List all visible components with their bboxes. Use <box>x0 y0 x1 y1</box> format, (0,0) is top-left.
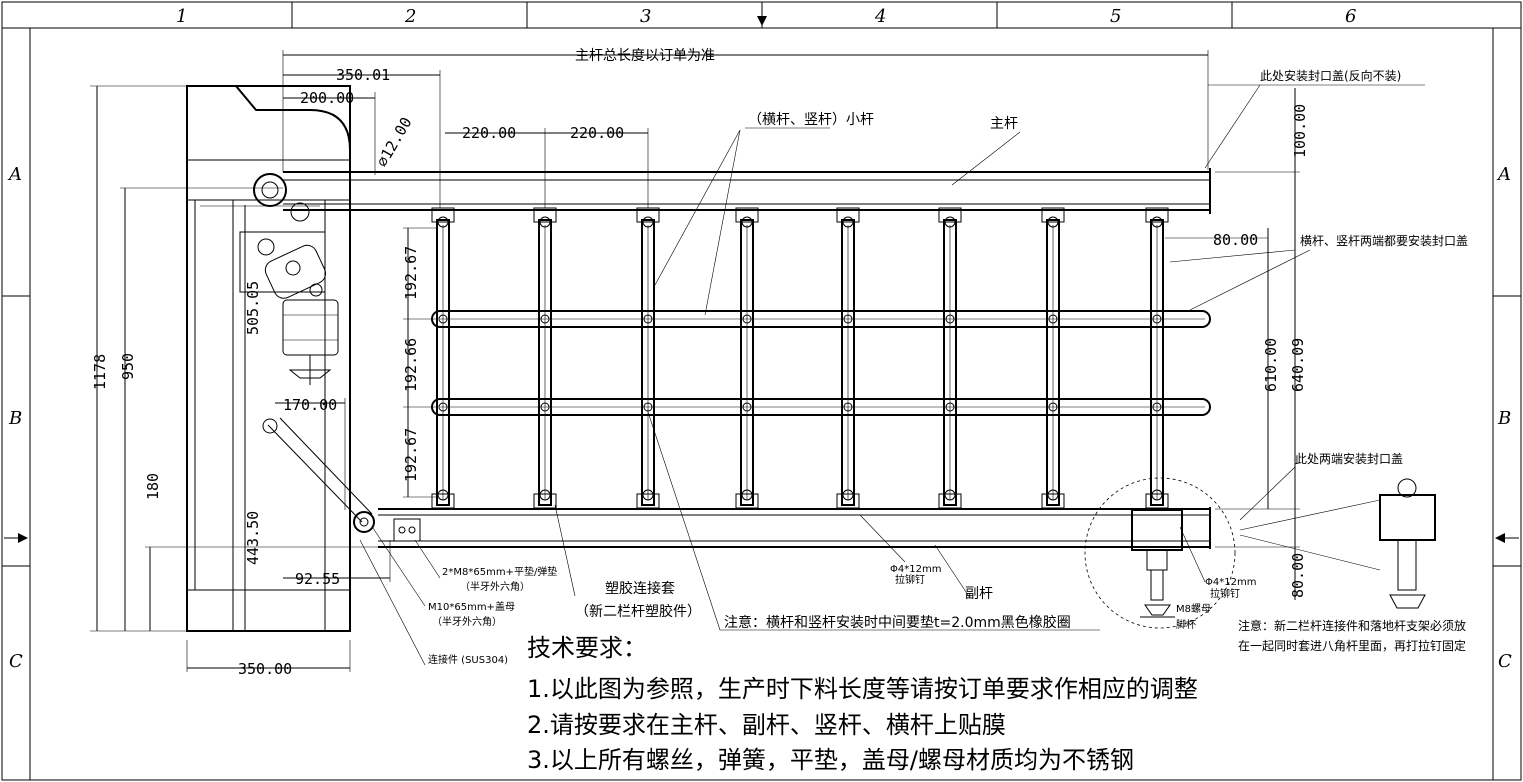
dim-640: 640.09 <box>1289 338 1307 392</box>
label-bolt-2b: （半牙外六角） <box>432 615 502 628</box>
label-both-ends-cap: 横杆、竖杆两端都要安装封口盖 <box>1300 233 1468 248</box>
vertical-bars <box>431 207 1169 509</box>
dim-192-66: 192.66 <box>402 338 420 392</box>
row-label-a-right: A <box>1496 164 1511 185</box>
col-label-5: 5 <box>1110 6 1121 27</box>
dim-350-bottom: 350.00 <box>238 660 292 678</box>
label-bolt-2: M10*65mm+盖母 <box>428 600 515 613</box>
dimension-lines <box>90 50 1425 672</box>
dim-350-01: 350.01 <box>336 66 390 84</box>
label-rivet-1: Φ4*12mm <box>890 564 941 575</box>
main-pulley-icon <box>253 173 287 207</box>
row-label-b-right: B <box>1497 408 1511 429</box>
motor-icon <box>282 299 339 356</box>
label-small-bar: （横杆、竖杆）小杆 <box>748 112 874 128</box>
dim-180: 180 <box>144 473 162 500</box>
label-here-both-cap: 此处两端安装封口盖 <box>1295 451 1403 466</box>
dim-443-50: 443.50 <box>244 511 262 565</box>
dim-192-67-b: 192.67 <box>402 428 420 482</box>
sub-bar <box>378 507 1211 549</box>
gate-cabinet <box>186 85 375 632</box>
dim-100: 100.00 <box>1291 104 1309 158</box>
requirements-title: 技术要求： <box>527 634 647 662</box>
dim-220-a: 220.00 <box>462 124 516 142</box>
dim-170: 170.00 <box>283 396 337 414</box>
requirement-2: 2.请按要求在主杆、副杆、竖杆、横杆上贴膜 <box>527 711 1006 739</box>
col-label-1: 1 <box>176 6 187 27</box>
note-right-1: 注意：新二栏杆连接件和落地杆支架必须放 <box>1238 618 1466 633</box>
dim-950: 950 <box>119 353 137 380</box>
dim-192-67-a: 192.67 <box>402 246 420 300</box>
foot-detail <box>1084 477 1236 629</box>
row-label-c-right: C <box>1498 651 1512 672</box>
main-bar <box>283 168 1211 214</box>
dim-200: 200.00 <box>300 89 354 107</box>
dim-1178: 1178 <box>91 354 109 390</box>
label-connector: 连接件 (SUS304) <box>428 653 508 666</box>
horizontal-rails <box>431 310 1211 416</box>
label-sub-bar: 副杆 <box>965 586 993 602</box>
dim-220-b: 220.00 <box>570 124 624 142</box>
dim-80-bottom: 80.00 <box>1289 553 1307 598</box>
post-bracket <box>1379 478 1436 609</box>
label-foot: 脚杯 <box>1176 618 1196 631</box>
row-label-a-left: A <box>7 164 22 185</box>
row-label-c-left: C <box>9 651 23 672</box>
dim-505: 505.05 <box>244 281 262 335</box>
label-rivet-2: Φ4*12mm <box>1205 577 1256 588</box>
requirement-3: 3.以上所有螺丝，弹簧，平垫，盖母/螺母材质均为不锈钢 <box>527 746 1134 774</box>
note-right-2: 在一起同时套进八角杆里面，再打拉钉固定 <box>1238 638 1466 653</box>
dim-610: 610.00 <box>1262 338 1280 392</box>
dim-main-length: 主杆总长度以订单为准 <box>575 48 715 64</box>
label-main-bar: 主杆 <box>990 116 1018 132</box>
label-bolt-1b: （半牙外六角） <box>460 580 530 593</box>
label-nut: M8螺母 <box>1176 603 1211 615</box>
dim-92-55: 92.55 <box>295 570 340 588</box>
label-cap-main: 此处安装封口盖(反向不装) <box>1260 68 1401 83</box>
label-rivet-1b: 拉铆钉 <box>895 573 925 586</box>
col-label-6: 6 <box>1345 6 1356 27</box>
col-label-3: 3 <box>640 6 651 27</box>
label-plastic: 塑胶连接套 <box>605 580 675 597</box>
dim-hole-dia: ⌀12.00 <box>373 114 416 170</box>
dim-80-top: 80.00 <box>1213 231 1258 249</box>
col-label-2: 2 <box>404 6 416 27</box>
label-plastic-b: （新二栏杆塑胶件） <box>575 603 701 620</box>
requirement-1: 1.以此图为参照，生产时下料长度等请按订单要求作相应的调整 <box>527 675 1198 703</box>
col-label-4: 4 <box>874 6 886 27</box>
label-bolt-1: 2*M8*65mm+平垫/弹垫 <box>442 565 557 578</box>
row-label-b-left: B <box>8 408 22 429</box>
label-rivet-2b: 拉铆钉 <box>1210 587 1240 600</box>
note-rubber: 注意：横杆和竖杆安装时中间要垫t=2.0mm黑色橡胶圈 <box>724 614 1071 631</box>
